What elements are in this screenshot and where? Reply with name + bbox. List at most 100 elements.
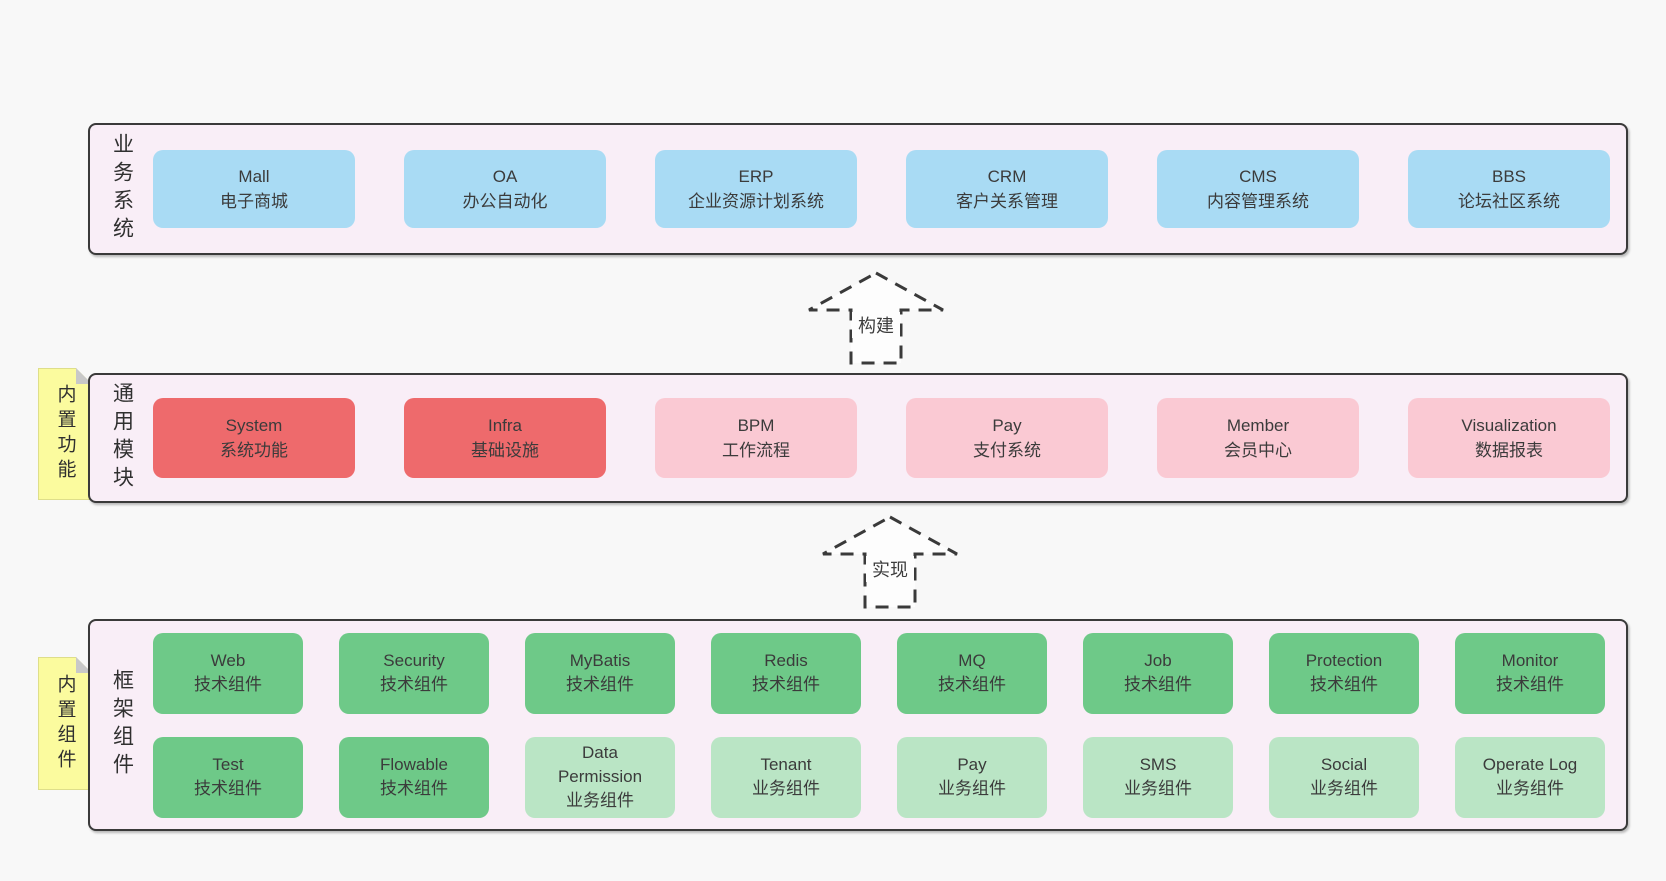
panel-label-text: 框架组件	[110, 669, 134, 781]
box-subtitle: 系统功能	[220, 441, 288, 460]
panel-label-business: 业务系统	[90, 125, 153, 253]
business-systems-panel: 业务系统 Mall 电子商城 OA 办公自动化 ERP 企业资源计划系统 CRM…	[88, 123, 1628, 255]
box-subtitle: 会员中心	[1224, 441, 1292, 460]
box-flowable: Flowable 技术组件	[339, 736, 489, 818]
box-subtitle: 业务组件	[1124, 779, 1192, 798]
panel-label-text: 业务系统	[110, 133, 134, 245]
box-visualization: Visualization 数据报表	[1408, 398, 1610, 478]
box-tenant: Tenant 业务组件	[711, 736, 861, 818]
framework-row-2: Test 技术组件 Flowable 技术组件 Data Permission …	[153, 736, 1626, 818]
panel-label-framework: 框架组件	[90, 621, 153, 829]
box-title: Pay	[957, 755, 987, 774]
box-infra: Infra 基础设施	[404, 398, 606, 478]
framework-boxes-grid: Web 技术组件 Security 技术组件 MyBatis 技术组件 Redi…	[153, 621, 1626, 829]
box-subtitle: 技术组件	[194, 779, 262, 798]
implement-arrow-label: 实现	[872, 560, 908, 580]
box-title: SMS	[1139, 755, 1177, 774]
box-subtitle: 技术组件	[566, 675, 634, 694]
box-subtitle: 支付系统	[973, 441, 1041, 460]
box-title: Flowable	[379, 755, 449, 774]
build-arrow-up: 构建	[808, 271, 944, 365]
box-test: Test 技术组件	[153, 736, 303, 818]
box-title: Redis	[764, 651, 808, 670]
sticky-note-built-in-features: 内置功能	[38, 368, 92, 500]
box-subtitle: 技术组件	[938, 675, 1006, 694]
implement-arrow-up: 实现	[822, 515, 958, 609]
box-title: MyBatis	[569, 651, 631, 670]
box-title: Mall	[238, 167, 270, 186]
box-sms: SMS 业务组件	[1083, 736, 1233, 818]
box-title: Data Permission	[557, 743, 643, 786]
box-redis: Redis 技术组件	[711, 632, 861, 714]
box-title: CRM	[987, 167, 1027, 186]
box-title: System	[225, 416, 283, 435]
sticky-note-text: 内置组件	[54, 673, 76, 774]
box-subtitle: 企业资源计划系统	[688, 192, 824, 211]
box-subtitle: 电子商城	[220, 192, 288, 211]
box-pay: Pay 支付系统	[906, 398, 1108, 478]
box-subtitle: 技术组件	[752, 675, 820, 694]
box-title: Web	[210, 651, 246, 670]
box-subtitle: 业务组件	[566, 791, 634, 810]
box-job: Job 技术组件	[1083, 632, 1233, 714]
box-mq: MQ 技术组件	[897, 632, 1047, 714]
sticky-note-built-in-components: 内置组件	[38, 657, 92, 790]
box-protection: Protection 技术组件	[1269, 632, 1419, 714]
build-arrow-label: 构建	[858, 316, 894, 336]
box-subtitle: 业务组件	[1496, 779, 1564, 798]
box-web: Web 技术组件	[153, 632, 303, 714]
box-subtitle: 内容管理系统	[1207, 192, 1309, 211]
box-title: Member	[1226, 416, 1290, 435]
box-title: Protection	[1305, 651, 1383, 670]
box-title: Infra	[487, 416, 523, 435]
modules-boxes-row: System 系统功能 Infra 基础设施 BPM 工作流程 Pay 支付系统…	[153, 375, 1626, 501]
box-monitor: Monitor 技术组件	[1455, 632, 1605, 714]
box-title: Pay	[992, 416, 1022, 435]
box-title: Visualization	[1461, 416, 1557, 435]
box-subtitle: 工作流程	[722, 441, 790, 460]
framework-components-panel: 框架组件 Web 技术组件 Security 技术组件 MyBatis 技术组件…	[88, 619, 1628, 831]
box-social: Social 业务组件	[1269, 736, 1419, 818]
box-title: OA	[492, 167, 518, 186]
box-subtitle: 数据报表	[1475, 441, 1543, 460]
box-erp: ERP 企业资源计划系统	[655, 150, 857, 228]
box-title: Security	[383, 651, 445, 670]
box-subtitle: 技术组件	[380, 675, 448, 694]
box-subtitle: 技术组件	[1310, 675, 1378, 694]
box-subtitle: 基础设施	[471, 441, 539, 460]
box-security: Security 技术组件	[339, 632, 489, 714]
box-subtitle: 客户关系管理	[956, 192, 1058, 211]
box-oa: OA 办公自动化	[404, 150, 606, 228]
box-system: System 系统功能	[153, 398, 355, 478]
box-subtitle: 业务组件	[938, 779, 1006, 798]
box-mall: Mall 电子商城	[153, 150, 355, 228]
box-title: BPM	[737, 416, 775, 435]
box-subtitle: 技术组件	[1496, 675, 1564, 694]
framework-row-1: Web 技术组件 Security 技术组件 MyBatis 技术组件 Redi…	[153, 632, 1626, 714]
box-title: BBS	[1491, 167, 1527, 186]
panel-label-modules: 通用模块	[90, 375, 153, 501]
box-title: CMS	[1239, 167, 1277, 186]
panel-label-text: 通用模块	[110, 382, 134, 494]
box-subtitle: 办公自动化	[462, 192, 548, 211]
box-cms: CMS 内容管理系统	[1157, 150, 1359, 228]
box-title: Tenant	[760, 755, 812, 774]
box-title: MQ	[958, 651, 986, 670]
box-subtitle: 业务组件	[1310, 779, 1378, 798]
box-crm: CRM 客户关系管理	[906, 150, 1108, 228]
box-title: ERP	[738, 167, 774, 186]
box-bpm: BPM 工作流程	[655, 398, 857, 478]
common-modules-panel: 通用模块 System 系统功能 Infra 基础设施 BPM 工作流程 Pay…	[88, 373, 1628, 503]
sticky-note-text: 内置功能	[54, 384, 76, 484]
box-mybatis: MyBatis 技术组件	[525, 632, 675, 714]
box-bbs: BBS 论坛社区系统	[1408, 150, 1610, 228]
box-title: Social	[1320, 755, 1368, 774]
box-subtitle: 技术组件	[380, 779, 448, 798]
box-subtitle: 技术组件	[194, 675, 262, 694]
box-operate-log: Operate Log 业务组件	[1455, 736, 1605, 818]
box-data-permission: Data Permission 业务组件	[525, 736, 675, 818]
box-title: Job	[1144, 651, 1172, 670]
box-subtitle: 业务组件	[752, 779, 820, 798]
box-subtitle: 技术组件	[1124, 675, 1192, 694]
box-subtitle: 论坛社区系统	[1458, 192, 1560, 211]
